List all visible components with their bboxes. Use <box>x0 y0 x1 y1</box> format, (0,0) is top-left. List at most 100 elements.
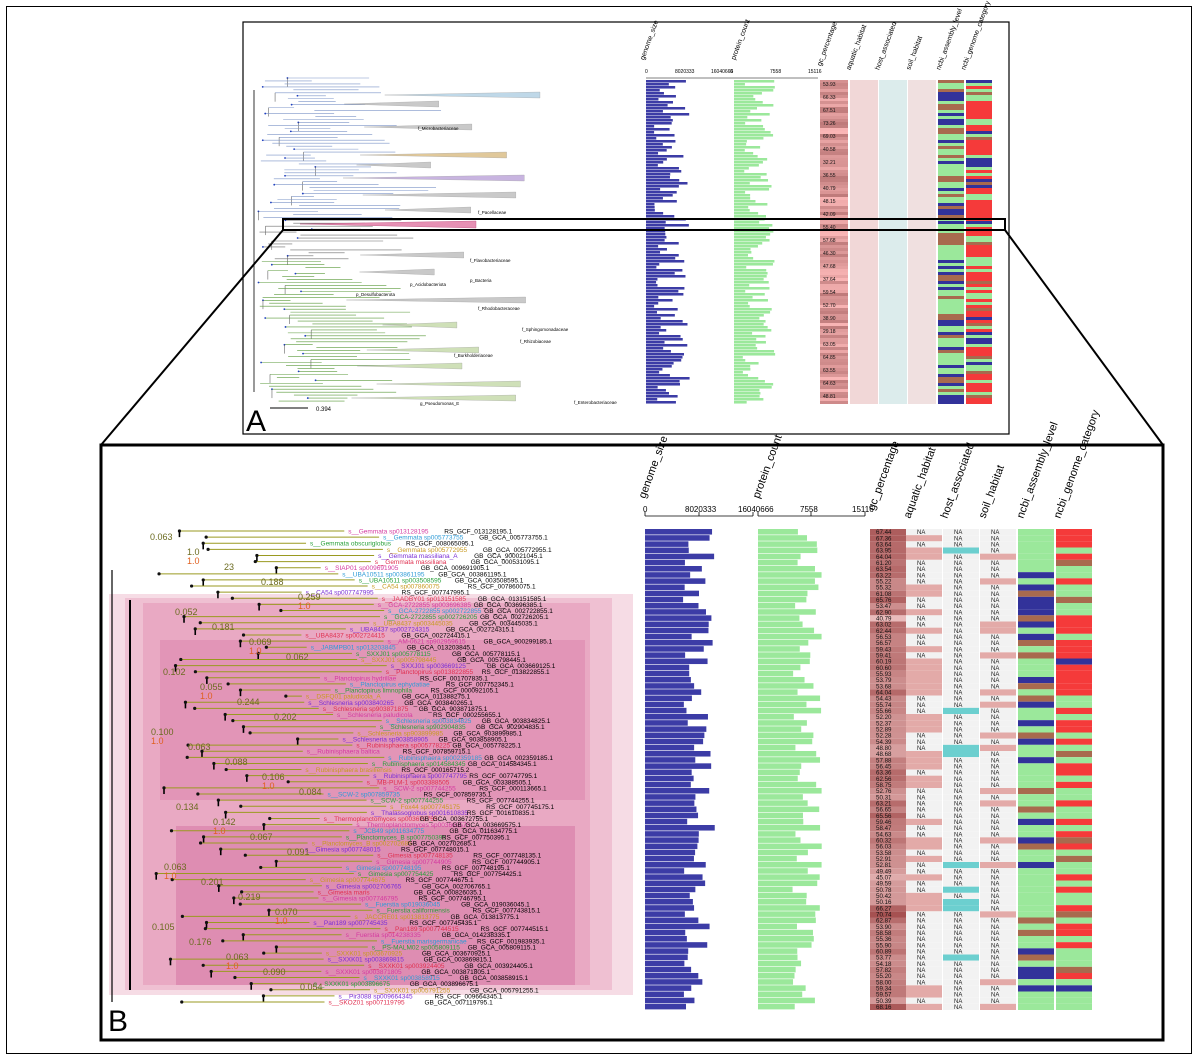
tree-b-tip-accession: GB_GCA_014238335.1 <box>442 932 511 939</box>
aquatic-cell-b <box>906 726 942 733</box>
aquatic-cell-a <box>850 284 878 287</box>
tree-b-tip-name: s__Gimesia sp007748195 <box>346 865 422 872</box>
soil-cell-a <box>908 143 936 146</box>
category-cell-b <box>1056 547 1092 554</box>
assembly-cell-a <box>938 203 964 206</box>
protein-count-bar-b <box>758 744 796 751</box>
assembly-cell-b <box>1018 997 1054 1004</box>
tree-b-tip-accession: GB_GCA_002724315.1 <box>446 626 515 633</box>
tree-b-node <box>168 957 173 961</box>
gc-cell-b <box>870 738 906 745</box>
host-na: NA <box>954 734 962 740</box>
protein-count-bar-a <box>734 191 746 194</box>
assembly-cell-a <box>938 101 964 104</box>
category-cell-a <box>966 266 992 269</box>
soil-na: NA <box>991 586 999 592</box>
axis-b-genome-2: 16040666 <box>738 505 774 514</box>
soil-cell-b <box>980 732 1016 739</box>
host-cell-a <box>879 299 907 302</box>
aquatic-cell-a <box>850 248 878 251</box>
soil-cell-a <box>908 128 936 131</box>
aquatic-cell-a <box>850 101 878 104</box>
tree-a-collapsed-clade <box>376 380 521 388</box>
soil-cell-b <box>980 603 1016 610</box>
genome-size-bar-b <box>645 781 691 788</box>
genome-size-bar-a <box>646 200 677 203</box>
gc-value-b: 55.22 <box>876 579 892 586</box>
tree-b-tip-name: s__UBA8437 sp002724415 <box>305 632 385 639</box>
soil-na: NA <box>991 660 999 666</box>
soil-cell-a <box>908 110 936 113</box>
gc-label-a: 63.05 <box>823 342 836 348</box>
gc-label-a: 48.15 <box>823 199 836 205</box>
category-cell-b <box>1056 991 1092 998</box>
genome-size-bar-a <box>646 263 660 266</box>
category-cell-a <box>966 329 992 332</box>
aquatic-cell-b <box>906 720 942 727</box>
soil-na: NA <box>991 573 999 579</box>
gc-cell-b <box>870 621 906 628</box>
assembly-cell-a <box>938 377 964 380</box>
category-cell-a <box>966 335 992 338</box>
genome-size-bar-b <box>645 677 691 683</box>
host-cell-b <box>943 948 979 955</box>
category-cell-b <box>1056 800 1092 807</box>
protein-count-bar-b <box>758 726 802 732</box>
host-na: NA <box>954 999 962 1005</box>
host-cell-a <box>879 197 907 200</box>
category-cell-b <box>1056 775 1092 782</box>
protein-count-bar-a <box>734 167 749 170</box>
host-na: NA <box>954 987 962 993</box>
host-cell-b <box>943 732 979 739</box>
protein-count-bar-b <box>758 899 807 905</box>
gc-cell-a <box>820 398 848 401</box>
aquatic-cell-a <box>850 389 878 392</box>
gc-value-b: 56.45 <box>876 764 892 771</box>
aquatic-na: NA <box>917 734 925 740</box>
assembly-cell-b <box>1018 806 1054 813</box>
genome-size-bar-b <box>645 757 696 763</box>
assembly-cell-a <box>938 152 964 155</box>
assembly-cell-a <box>938 311 964 314</box>
assembly-cell-a <box>938 359 964 362</box>
aquatic-cell-a <box>850 107 878 110</box>
assembly-cell-b <box>1018 757 1054 764</box>
tree-b-node <box>173 663 178 668</box>
assembly-cell-a <box>938 287 964 290</box>
gc-cell-b <box>870 862 906 869</box>
protein-count-bar-a <box>734 164 759 167</box>
gc-cell-a <box>820 152 848 155</box>
axis-a-genome-2: 16040666 <box>711 69 734 75</box>
host-cell-a <box>879 308 907 311</box>
tree-b-tip-accession: RS_GCF_000092105.1 <box>431 688 499 695</box>
category-cell-b <box>1056 812 1092 819</box>
protein-count-bar-a <box>734 185 772 188</box>
aquatic-na: NA <box>917 740 925 746</box>
gc-cell-b <box>870 936 906 943</box>
protein-count-bar-b <box>758 985 806 991</box>
aquatic-cell-b <box>906 603 942 610</box>
aquatic-cell-a <box>850 185 878 188</box>
gc-cell-a <box>820 170 848 173</box>
tree-b-tip-name: s__Rubinisphaera brasiliensis <box>305 767 392 774</box>
genome-size-bar-a <box>646 107 686 110</box>
category-cell-a <box>966 341 992 344</box>
soil-cell-b <box>980 769 1016 776</box>
genome-size-bar-a <box>646 224 689 227</box>
category-cell-a <box>966 143 992 146</box>
tree-b-node <box>185 755 189 759</box>
genome-size-bar-b <box>645 670 690 677</box>
genome-size-bar-a <box>646 359 682 362</box>
soil-cell-b <box>980 960 1016 967</box>
gc-cell-b <box>870 584 906 591</box>
genome-size-bar-b <box>645 726 707 732</box>
gc-cell-a <box>820 191 848 194</box>
host-na: NA <box>954 592 962 598</box>
soil-cell-b <box>980 794 1016 801</box>
genome-size-bar-a <box>646 113 690 116</box>
host-cell-b <box>943 874 979 881</box>
gc-cell-a <box>820 353 848 356</box>
tree-b-node <box>233 975 237 980</box>
protein-count-bar-a <box>734 386 772 389</box>
aquatic-na: NA <box>917 580 925 586</box>
